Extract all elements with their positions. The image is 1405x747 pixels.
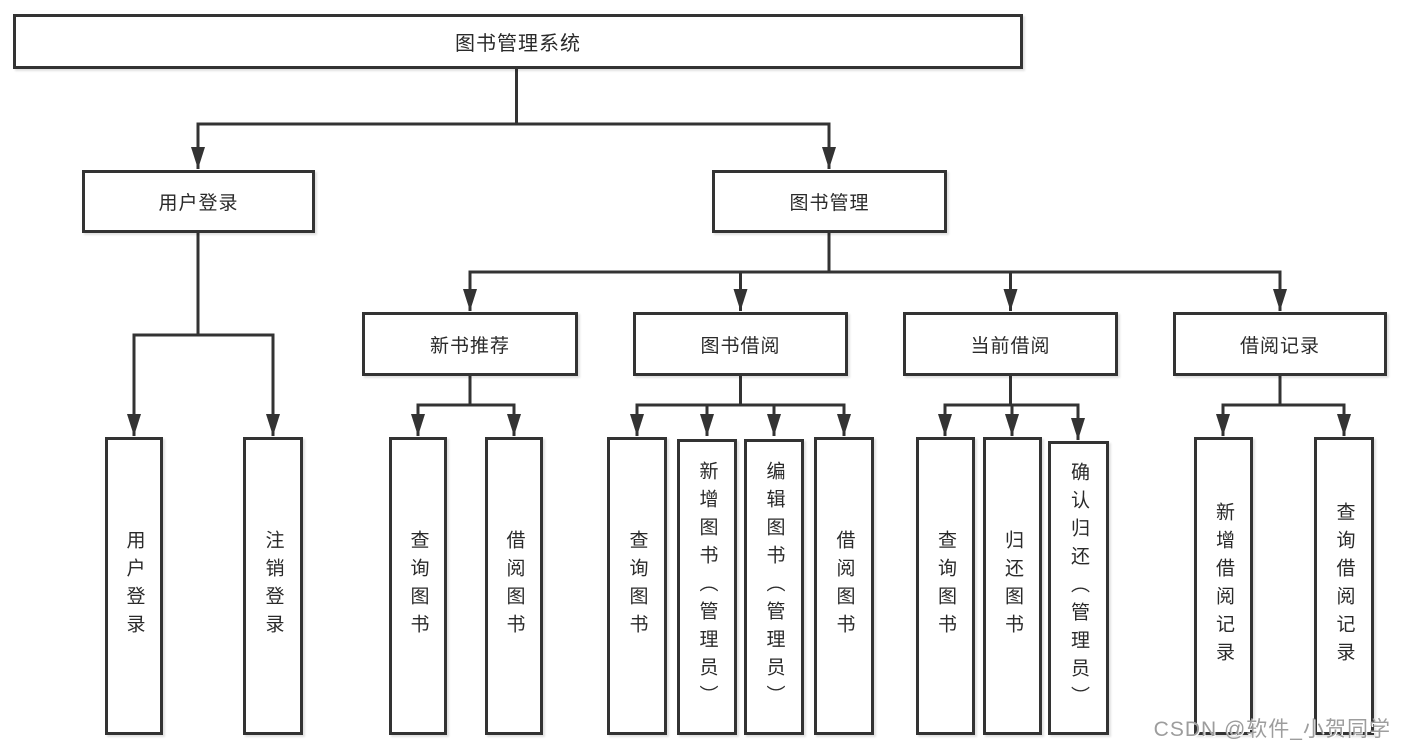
node-borrowing-records-label: 借阅记录 [1239, 335, 1320, 357]
node-add-borrow-record-label: 新增借阅记录 [1213, 502, 1234, 670]
node-edit-books-admin: 编辑图书（管理员） [744, 439, 804, 735]
node-book-management: 图书管理 [712, 170, 947, 233]
node-query-books-recommend-label: 查询图书 [407, 530, 429, 642]
edges-new-book-recommendation [411, 376, 521, 436]
edges-current-borrowing [938, 376, 1085, 440]
node-borrow-books-leaf: 借阅图书 [814, 437, 874, 735]
edges-user-login [127, 233, 280, 436]
csdn-watermark: CSDN @软件_小贺同学 [1153, 718, 1391, 741]
node-query-books-borrowing-label: 查询图书 [626, 530, 648, 642]
node-query-books-current-label: 查询图书 [935, 530, 956, 642]
node-book-management-label: 图书管理 [789, 193, 870, 214]
node-new-book-recommendation-label: 新书推荐 [429, 335, 510, 357]
node-query-borrow-record: 查询借阅记录 [1314, 437, 1374, 735]
node-confirm-return-admin: 确认归还（管理员） [1048, 441, 1109, 735]
node-current-borrowing: 当前借阅 [903, 312, 1118, 376]
edges-book-management [463, 233, 1287, 311]
node-return-books: 归还图书 [983, 437, 1042, 735]
node-add-books-admin: 新增图书（管理员） [677, 439, 737, 735]
edges-root [191, 68, 836, 169]
node-query-books-current: 查询图书 [916, 437, 975, 735]
node-edit-books-admin-label: 编辑图书（管理员） [763, 461, 785, 713]
edges-book-borrowing [630, 376, 851, 436]
node-confirm-return-admin-label: 确认归还（管理员） [1068, 462, 1089, 714]
node-borrow-books-recommend-label: 借阅图书 [503, 530, 525, 642]
node-query-books-recommend: 查询图书 [389, 437, 447, 735]
node-query-books-borrowing: 查询图书 [607, 437, 667, 735]
node-logout-leaf: 注销登录 [243, 437, 303, 735]
node-add-borrow-record: 新增借阅记录 [1194, 437, 1253, 735]
node-user-login-leaf-label: 用户登录 [123, 530, 145, 642]
node-logout-leaf-label: 注销登录 [262, 530, 284, 642]
node-add-books-admin-label: 新增图书（管理员） [696, 461, 718, 713]
node-book-borrowing-label: 图书借阅 [700, 335, 781, 357]
node-book-management-system-label: 图书管理系统 [455, 33, 581, 55]
node-return-books-label: 归还图书 [1002, 530, 1023, 642]
edges-borrowing-records [1216, 376, 1351, 436]
node-query-borrow-record-label: 查询借阅记录 [1333, 502, 1355, 670]
node-borrow-books-leaf-label: 借阅图书 [833, 530, 855, 642]
node-new-book-recommendation: 新书推荐 [362, 312, 578, 376]
node-current-borrowing-label: 当前借阅 [970, 335, 1051, 357]
node-book-management-system: 图书管理系统 [13, 14, 1023, 69]
node-user-login-leaf: 用户登录 [105, 437, 163, 735]
node-borrowing-records: 借阅记录 [1173, 312, 1387, 376]
node-borrow-books-recommend: 借阅图书 [485, 437, 543, 735]
node-user-login-label: 用户登录 [158, 193, 239, 214]
node-book-borrowing: 图书借阅 [633, 312, 848, 376]
node-user-login: 用户登录 [82, 170, 315, 233]
